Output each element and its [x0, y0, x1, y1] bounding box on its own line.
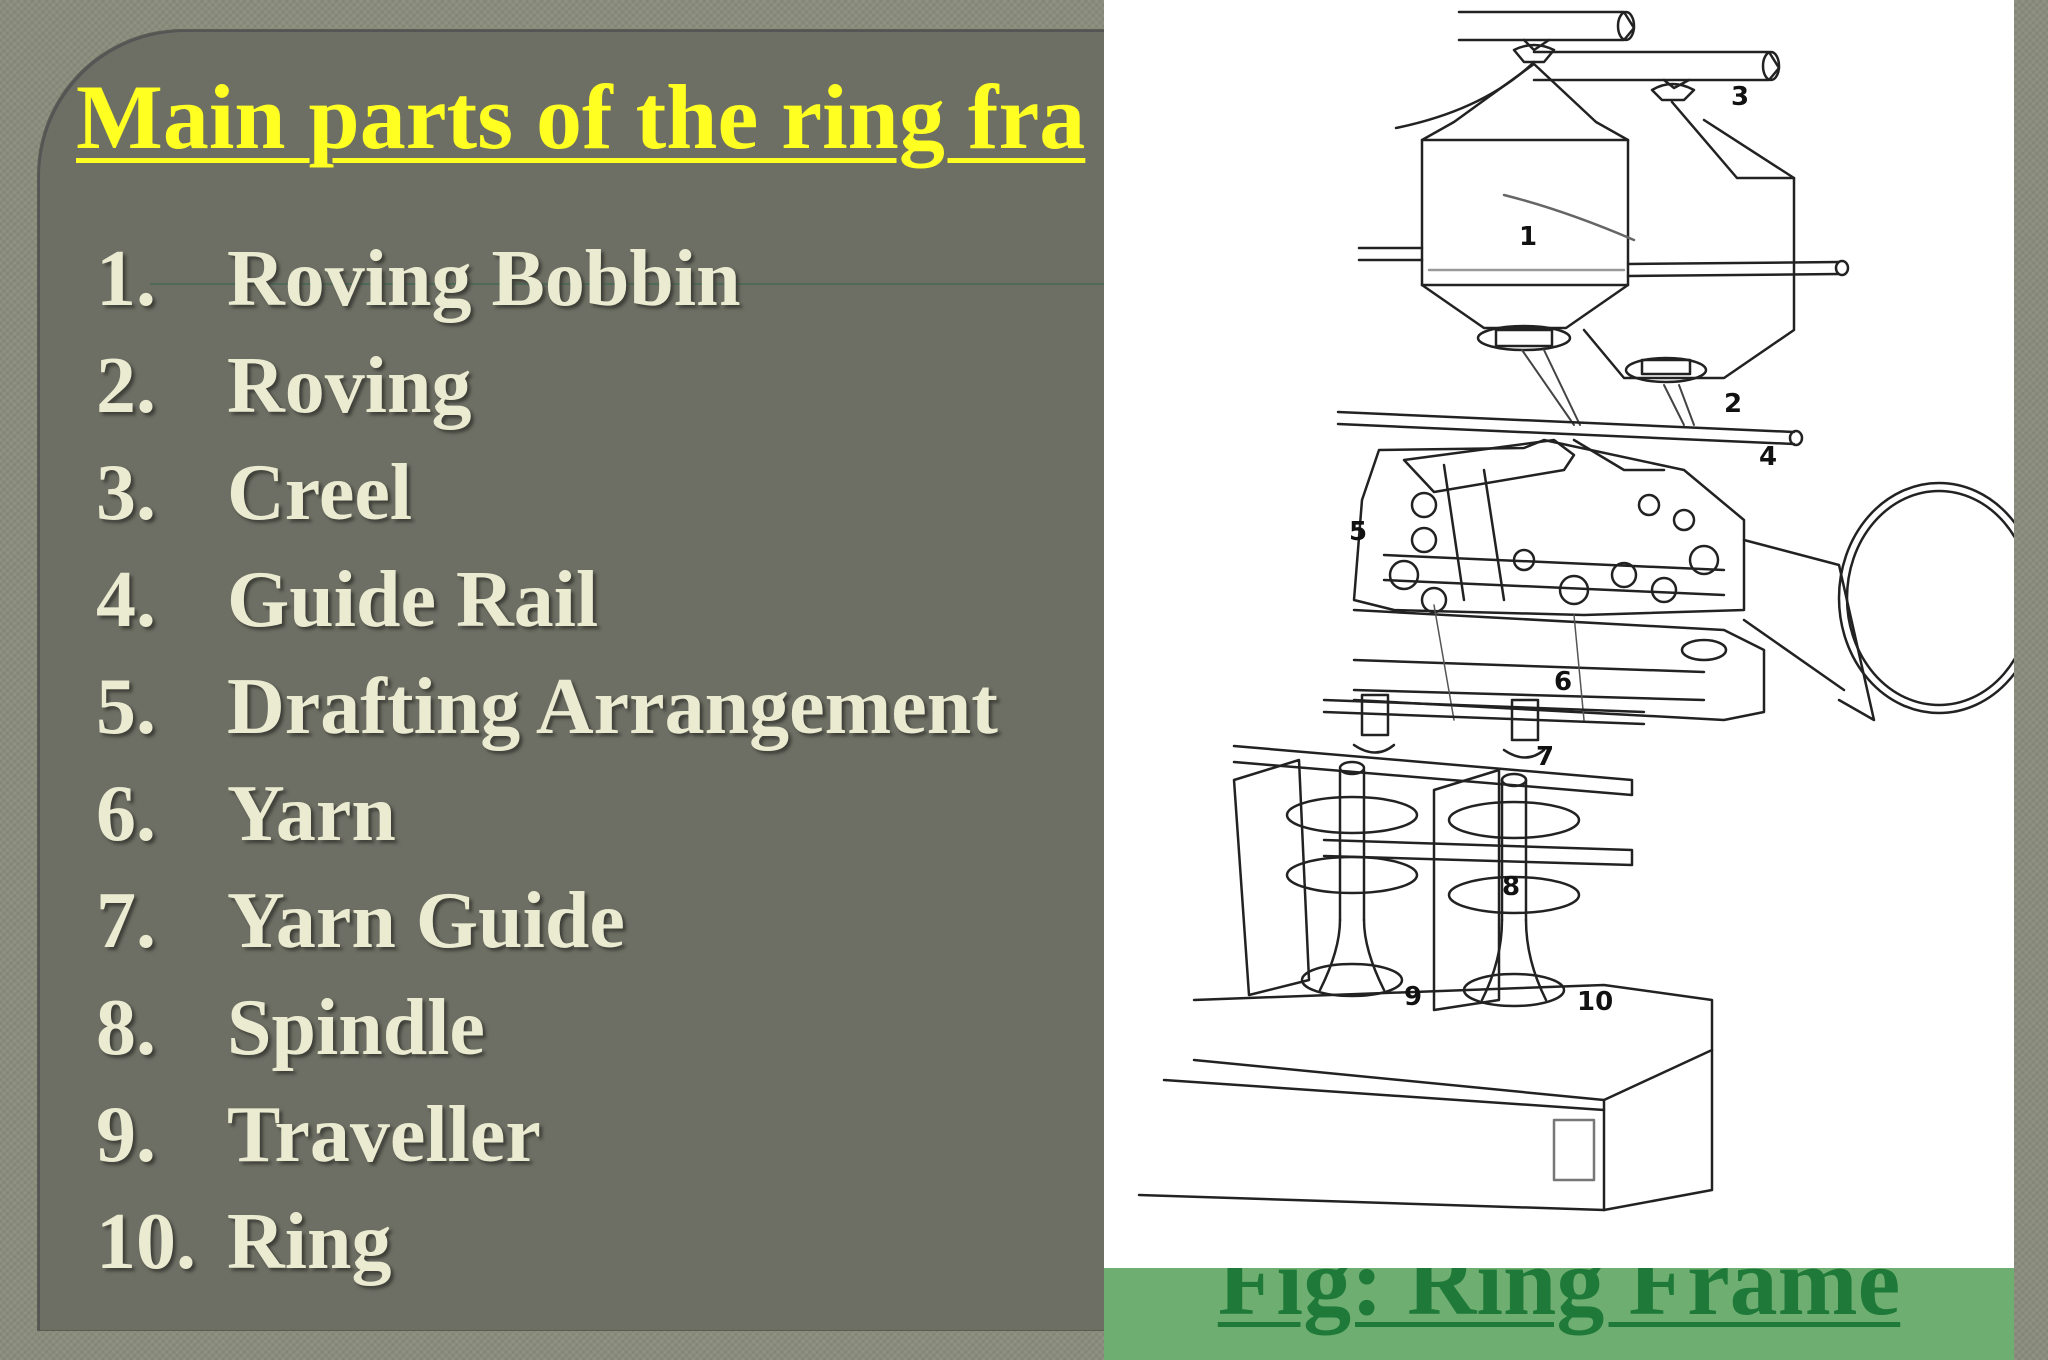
list-item-label: Roving Bobbin	[227, 234, 741, 325]
ring-frame-diagram: 1 2 3 4 5 6 7 8 9 10	[1104, 0, 2014, 1268]
list-item-label: Guide Rail	[227, 555, 598, 646]
list-item: 3.Creel	[96, 440, 998, 547]
list-item-number: 8.	[96, 983, 227, 1074]
callout-2: 2	[1724, 389, 1742, 419]
callout-5: 5	[1349, 517, 1367, 547]
drafting-arrangement	[1354, 440, 1744, 615]
list-item-number: 5.	[96, 662, 227, 753]
callout-7: 7	[1536, 742, 1554, 772]
roving-bobbin-back	[1584, 102, 1794, 382]
list-item-number: 1.	[96, 234, 227, 325]
spindle-base	[1139, 985, 1712, 1210]
list-item: 9.Traveller	[96, 1082, 998, 1189]
ring-frame-figure: 1 2 3 4 5 6 7 8 9 10	[1104, 0, 2014, 1268]
list-item-number: 10.	[96, 1197, 227, 1288]
list-item: 7.Yarn Guide	[96, 868, 998, 975]
slide-title: Main parts of the ring fra	[76, 62, 1085, 172]
list-item: 4.Guide Rail	[96, 547, 998, 654]
list-item-number: 6.	[96, 769, 227, 860]
callout-10: 10	[1577, 987, 1613, 1017]
list-item: 2.Roving	[96, 333, 998, 440]
yarn-guides	[1324, 695, 1644, 758]
list-item-label: Ring	[227, 1197, 392, 1288]
creel-rails	[1459, 12, 1779, 80]
list-item-label: Drafting Arrangement	[227, 662, 998, 753]
caption-bar: Fig: Ring Frame	[1104, 1268, 2014, 1360]
list-item: 6.Yarn	[96, 761, 998, 868]
parts-list: 1.Roving Bobbin 2.Roving 3.Creel 4.Guide…	[96, 226, 998, 1296]
callout-3: 3	[1731, 82, 1749, 112]
callout-6: 6	[1554, 667, 1572, 697]
list-item-label: Spindle	[227, 983, 485, 1074]
list-item-label: Yarn	[227, 769, 396, 860]
callout-4: 4	[1759, 442, 1777, 472]
roving-bobbin-front	[1422, 64, 1634, 350]
callout-8: 8	[1502, 872, 1520, 902]
list-item: 10.Ring	[96, 1189, 998, 1296]
list-item-label: Traveller	[227, 1090, 541, 1181]
callout-1: 1	[1519, 222, 1537, 252]
list-item: 8.Spindle	[96, 975, 998, 1082]
list-item-label: Creel	[227, 448, 412, 539]
creel-shaft	[1359, 248, 1848, 276]
list-item-label: Roving	[227, 341, 472, 432]
list-item-label: Yarn Guide	[227, 876, 625, 967]
figure-caption: Fig: Ring Frame	[1104, 1268, 2014, 1339]
list-item-number: 9.	[96, 1090, 227, 1181]
callout-9: 9	[1404, 982, 1422, 1012]
list-item-number: 4.	[96, 555, 227, 646]
list-item-number: 2.	[96, 341, 227, 432]
list-item-number: 3.	[96, 448, 227, 539]
list-item: 5.Drafting Arrangement	[96, 654, 998, 761]
list-item-number: 7.	[96, 876, 227, 967]
list-item: 1.Roving Bobbin	[96, 226, 998, 333]
drafting-cylinder	[1744, 483, 2014, 720]
